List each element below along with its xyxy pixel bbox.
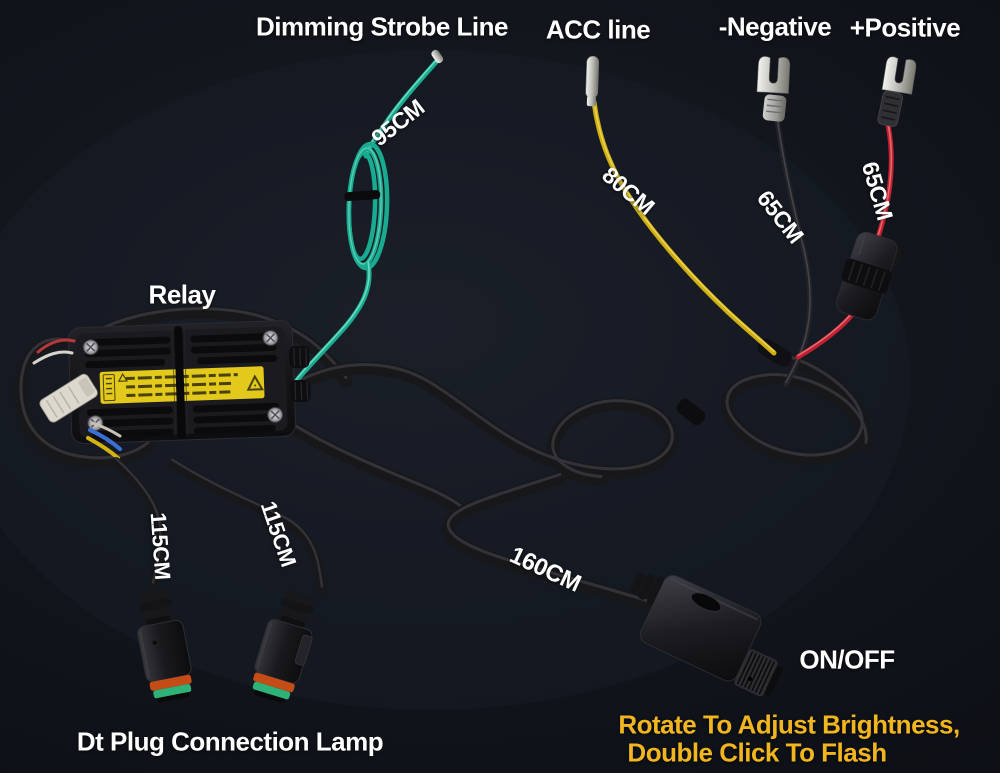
label-positive: +Positive [849,12,961,43]
label-negative: -Negative [718,11,832,42]
sticker-warning-triangle-small [117,372,128,382]
instruction-line-2: Double Click To Flash [627,737,887,768]
switch-top-button [690,592,722,612]
relay-side-connector-white [39,373,98,423]
relay-box [67,320,311,445]
acc-spade-terminal [585,55,600,107]
ambient-glow [0,50,910,710]
dt-wedge-green [153,684,192,699]
dt-seal-orange [149,674,192,691]
relay-pigtail-wires [32,338,76,365]
brightness-knob[interactable] [733,648,785,701]
onoff-switch [630,573,785,701]
dt-plug-latch [294,634,313,666]
dt-plug-right [252,590,315,704]
positive-fork-terminal [877,55,918,127]
dt-seal-orange [253,672,295,693]
instruction-line-1: Rotate To Adjust Brightness, [618,709,960,740]
switch-body [639,575,762,682]
dt-plug-body [137,619,192,683]
relay-cable-bushings [288,345,311,403]
length-lamp-left: 115CM [145,511,176,581]
label-acc-line: ACC line [545,14,651,45]
sticker-left-column [102,373,116,402]
dimming-wire-tip [431,49,444,64]
label-dt-plug-connection-lamp: Dt Plug Connection Lamp [76,726,384,757]
positive-crimp [877,90,904,127]
cable-tie [676,398,706,426]
coil-tie [344,190,381,202]
relay-seam [174,326,186,439]
relay-screws [82,329,284,432]
negative-crimp [762,94,787,122]
label-relay: Relay [148,279,216,310]
dt-plug-left [137,589,192,703]
fuse-holder [835,231,909,321]
switch-strain-relief [630,573,666,606]
relay-ribs [84,332,280,439]
sticker-warning-triangle [246,374,264,391]
negative-fork-terminal [756,55,791,122]
dimming-strobe-wire [285,49,444,399]
label-on-off: ON/OFF [799,644,895,675]
connector-stub-wires [86,421,122,460]
dt-wedge-green [252,681,291,700]
dimming-wire-coil [344,141,390,271]
label-dimming-strobe-line: Dimming Strobe Line [256,11,508,42]
